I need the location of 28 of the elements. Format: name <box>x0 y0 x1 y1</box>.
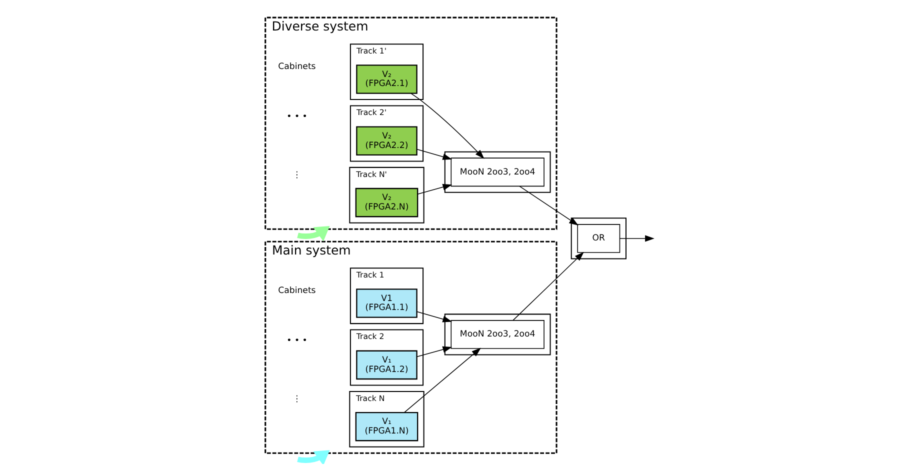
arrow <box>417 184 452 195</box>
arrow <box>410 93 484 159</box>
node-box: V₁ (FPGA1.N) <box>355 412 418 442</box>
arrow <box>297 450 330 464</box>
arrow <box>512 252 584 321</box>
label: ⋮ <box>292 170 302 180</box>
arrow <box>416 346 452 358</box>
label: ⋮ <box>292 394 302 404</box>
arrow <box>404 348 482 413</box>
arrow <box>297 226 330 242</box>
arrow <box>619 235 654 242</box>
label: • • • <box>286 112 308 122</box>
cluster <box>444 151 551 193</box>
arrow <box>519 186 578 226</box>
node-box: MooN 2oo3, 2oo4 <box>450 158 544 187</box>
label: Cabinets <box>278 286 316 296</box>
node-box: V₂ (FPGA2.1) <box>356 64 418 94</box>
cluster <box>570 218 626 260</box>
node-box: OR <box>577 224 620 253</box>
node-box: V₁ (FPGA1.2) <box>356 350 418 380</box>
arrow <box>416 148 452 160</box>
node-box: V₂ (FPGA2.N) <box>355 188 418 218</box>
label: • • • <box>286 336 308 346</box>
arrow <box>416 311 452 322</box>
node-box: MooN 2oo3, 2oo4 <box>450 320 544 349</box>
node-box: V1 (FPGA1.1) <box>356 288 418 318</box>
label: Cabinets <box>278 62 316 72</box>
node-box: V₂ (FPGA2.2) <box>356 126 418 156</box>
